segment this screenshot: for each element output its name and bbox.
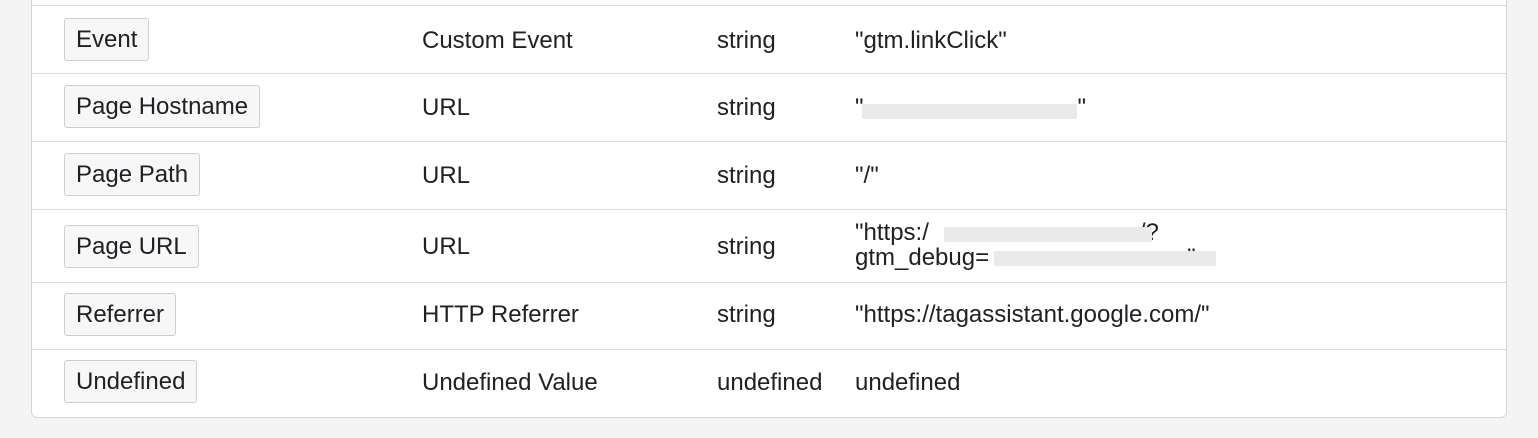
table-row: Undefined Undefined Value undefined unde… — [32, 349, 1506, 417]
redacted-url-host — [944, 227, 1152, 242]
redacted-hostname — [862, 104, 1077, 119]
return-type: string — [717, 233, 776, 260]
return-type: string — [717, 301, 776, 328]
redacted-debug-id — [994, 251, 1216, 266]
variable-name-chip[interactable]: Referrer — [64, 293, 177, 336]
variable-type: Custom Event — [422, 27, 573, 54]
table-row: Page Hostname URL string "" — [32, 73, 1506, 142]
variable-name-chip[interactable]: Page Hostname — [64, 85, 261, 128]
variable-value: undefined — [855, 369, 961, 396]
variables-table: Event Custom Event string "gtm.linkClick… — [31, 0, 1507, 418]
table-row: Referrer HTTP Referrer string "https://t… — [32, 282, 1506, 350]
variable-value: "" — [855, 94, 1086, 122]
variable-name-chip[interactable]: Page Path — [64, 153, 201, 196]
return-type: string — [717, 27, 776, 54]
return-type: string — [717, 94, 776, 121]
variable-type: URL — [422, 94, 471, 121]
table-row: Page Path URL string "/" — [32, 141, 1506, 210]
variable-value: "gtm.linkClick" — [855, 27, 1007, 54]
variable-type: URL — [422, 162, 471, 189]
variable-name-chip[interactable]: Undefined — [64, 360, 198, 403]
return-type: string — [717, 162, 776, 189]
return-type: undefined — [717, 369, 823, 396]
variable-type: HTTP Referrer — [422, 301, 579, 328]
variable-value: "/" — [855, 162, 879, 189]
variable-type: URL — [422, 233, 471, 260]
variable-name-chip[interactable]: Event — [64, 18, 150, 61]
value-prefix: " — [855, 94, 864, 121]
variable-value: "https://tagassistant.google.com/" — [855, 301, 1210, 328]
table-row: Event Custom Event string "gtm.linkClick… — [32, 5, 1506, 74]
value-suffix: " — [1077, 94, 1087, 121]
value-line1-prefix: "https:/ — [855, 219, 929, 246]
variable-type: Undefined Value — [422, 369, 598, 396]
variable-name-chip[interactable]: Page URL — [64, 225, 199, 268]
value-line2-prefix: gtm_debug= — [855, 244, 990, 271]
table-row: Page URL URL string "https://? gtm_debug… — [32, 209, 1506, 283]
